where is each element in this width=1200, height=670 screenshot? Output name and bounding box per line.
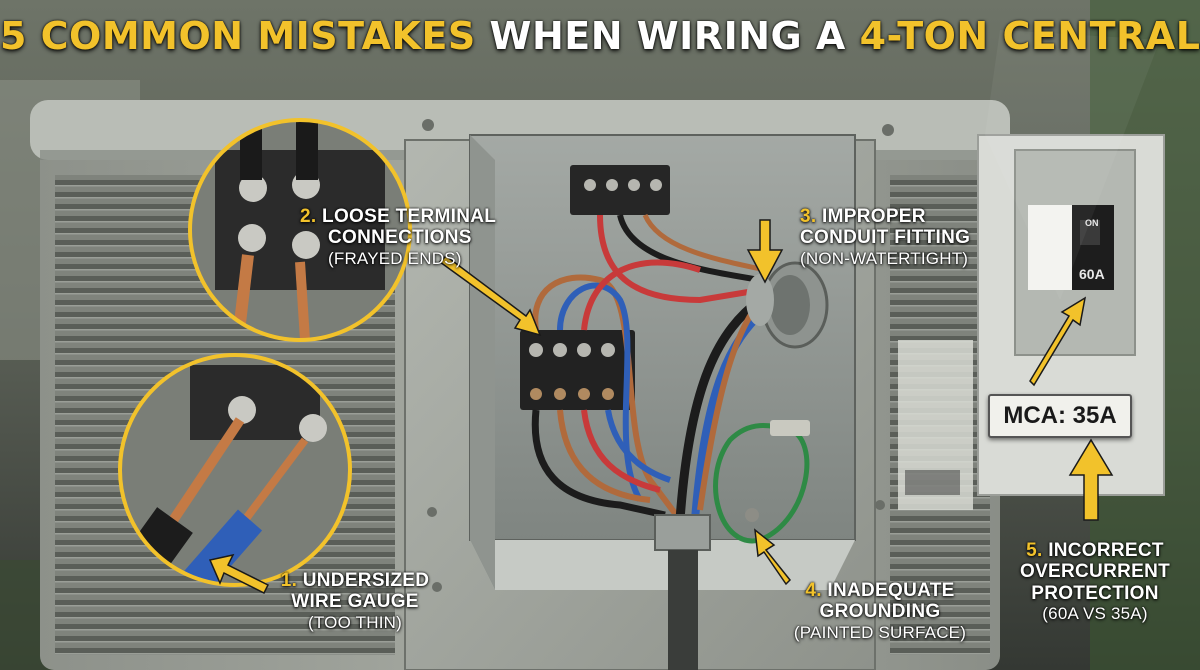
callout-3-line-1: 3. IMPROPER — [800, 206, 990, 227]
callout-3-detail: (NON-WATERTIGHT) — [800, 248, 969, 268]
callout-3-title-a: IMPROPER — [822, 206, 926, 227]
callout-5-title-a: INCORRECT — [1048, 540, 1164, 561]
callout-1-title-b: WIRE GAUGE — [291, 591, 419, 613]
headline-part-highlight-2: 4-TON CENTRAL AC — [859, 14, 1200, 58]
callout-5-number: 5. — [1026, 540, 1043, 561]
callout-3-title-b: CONDUIT FITTING — [800, 227, 971, 249]
callout-1-detail: (TOO THIN) — [308, 612, 402, 632]
callout-1-line-1: 1. UNDERSIZED — [255, 570, 455, 591]
callout-2-detail: (FRAYED ENDS) — [328, 248, 462, 268]
callout-overcurrent: 5. INCORRECT OVERCURRENT PROTECTION (60A… — [1000, 540, 1190, 623]
callout-2-title-a: LOOSE TERMINAL — [322, 206, 497, 227]
callout-5-line-1: 5. INCORRECT — [1000, 540, 1190, 561]
callout-5-detail: (60A VS 35A) — [1042, 603, 1148, 623]
headline-part-middle: WHEN WIRING A — [489, 14, 846, 58]
callout-5-title-c: PROTECTION — [1031, 582, 1159, 604]
callout-loose-terminal: 2. LOOSE TERMINAL CONNECTIONS (FRAYED EN… — [300, 206, 520, 268]
callout-grounding: 4. INADEQUATE GROUNDING (PAINTED SURFACE… — [770, 580, 990, 642]
callout-undersized-wire: 1. UNDERSIZED WIRE GAUGE (TOO THIN) — [255, 570, 455, 632]
callout-2-number: 2. — [300, 206, 317, 227]
headline: 5 COMMON MISTAKES WHEN WIRING A 4-TON CE… — [0, 14, 1200, 58]
breaker-switch-label: ON — [1085, 218, 1099, 228]
callout-4-title-b: GROUNDING — [819, 601, 941, 623]
callout-2-line-1: 2. LOOSE TERMINAL — [300, 206, 520, 227]
callout-2-title-b: CONNECTIONS — [328, 227, 472, 249]
callout-1-number: 1. — [280, 570, 298, 591]
callout-conduit-fitting: 3. IMPROPER CONDUIT FITTING (NON-WATERTI… — [800, 206, 990, 268]
headline-part-highlight-1: 5 COMMON MISTAKES — [0, 14, 476, 58]
callout-3-number: 3. — [800, 206, 817, 227]
callout-4-number: 4. — [805, 580, 822, 601]
callout-4-line-1: 4. INADEQUATE — [770, 580, 990, 601]
callout-4-title-a: INADEQUATE — [827, 580, 955, 601]
callout-1-title-a: UNDERSIZED — [302, 570, 430, 591]
callout-5-title-b: OVERCURRENT — [1019, 561, 1171, 583]
breaker-rating: 60A — [1079, 266, 1105, 282]
mca-label: MCA: 35A — [988, 394, 1132, 438]
callout-4-detail: (PAINTED SURFACE) — [793, 622, 967, 642]
